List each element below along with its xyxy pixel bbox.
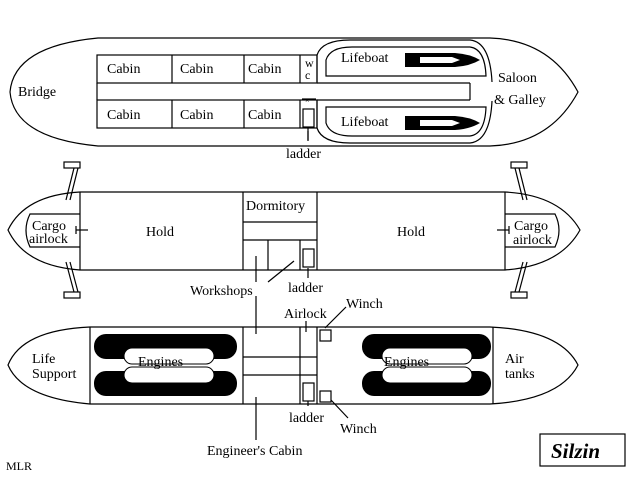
deck1-ladder: × [302,96,316,140]
label-lifeboat-bottom: Lifeboat [341,115,389,130]
label-hold-right: Hold [397,225,425,240]
label-cabin-bottom-2: Cabin [180,108,213,123]
label-saloon-1: Saloon [498,71,537,86]
label-support: Support [32,367,76,382]
lifeboat-shapes [405,53,480,130]
engine-shapes [94,334,491,396]
label-engines-right: Engines [384,355,429,370]
svg-text:×: × [305,96,310,105]
label-ladder-deck2: ladder [288,281,323,296]
label-cabin-top-1: Cabin [107,62,140,77]
label-workshops: Workshops [190,284,253,299]
label-cargo-left-1: Cargo [32,219,66,234]
label-cargo-right-1: Cargo [514,219,548,234]
label-winch-bottom: Winch [340,422,377,437]
label-engineers-cabin: Engineer's Cabin [207,444,302,459]
deck2-hull [7,191,581,271]
title-box [539,433,626,467]
label-airlock: Airlock [284,307,327,322]
label-engines-left: Engines [138,355,183,370]
label-winch-top: Winch [346,297,383,312]
label-wc-w: w [305,56,314,70]
leader-lines [255,131,349,440]
label-ladder-deck1: ladder [286,147,321,162]
label-saloon-2: & Galley [494,93,546,108]
label-cabin-top-2: Cabin [180,62,213,77]
label-cargo-right-2: airlock [513,233,552,248]
label-life: Life [32,352,55,367]
deck1-lifeboat-bay-top [316,39,493,83]
label-wc-c: c [305,68,310,82]
deck3-hull [7,326,579,405]
label-hold-left: Hold [146,225,174,240]
label-ladder-deck3: ladder [289,411,324,426]
deck1-lifeboat-bay-bottom [316,100,493,144]
label-cabin-bottom-3: Cabin [248,108,281,123]
label-cabin-top-3: Cabin [248,62,281,77]
deck2-landing-legs [63,161,528,299]
label-bridge: Bridge [18,85,56,100]
label-lifeboat-top: Lifeboat [341,51,389,66]
winch-boxes [319,329,332,403]
label-cargo-left-2: airlock [29,232,68,247]
label-air: Air [505,352,524,367]
deck3-ladder [302,382,315,402]
label-dormitory: Dormitory [246,199,305,214]
label-cabin-bottom-1: Cabin [107,108,140,123]
ship-title: Silzin [551,439,600,463]
author-credit: MLR [6,459,32,473]
label-tanks: tanks [505,367,535,382]
deck1-hull [9,37,579,147]
deck2-ladder [302,248,315,268]
